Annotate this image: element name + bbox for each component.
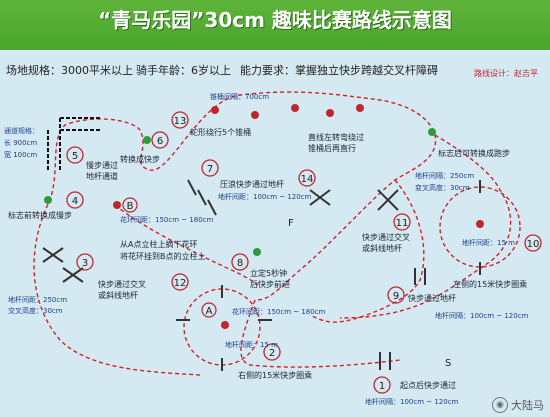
step-B-spacing: 花环间距：150cm ~ 180cm	[120, 215, 214, 224]
step-11-label-2: 或斜线地杆	[362, 243, 402, 253]
step-7-label: 压浪快步通过地杆	[220, 179, 284, 189]
watermark: ◉ 大陆马	[492, 397, 544, 413]
step-8-number: 8	[237, 258, 243, 269]
route-path-cross	[114, 204, 259, 286]
step-8-label-1: 立定5秒钟	[250, 268, 287, 278]
step-6-number: 6	[157, 136, 163, 147]
step-1-label: 起点后快步通过	[400, 380, 456, 390]
title-banner: “青马乐园”30cm 趣味比赛路线示意图	[0, 0, 550, 50]
step-B-label-1: 从A点立柱上摘下花环	[120, 239, 197, 249]
step-1-spacing: 地杆间隔：100cm ~ 120cm	[365, 397, 459, 406]
step-5-number: 5	[72, 151, 78, 162]
step-4-number: 4	[72, 196, 78, 207]
marker-green-canter	[428, 128, 436, 136]
step-1-number: 1	[379, 381, 385, 392]
step-11-number: 11	[396, 218, 409, 229]
ground-poles-9	[414, 268, 426, 285]
step-numbers: 1 2 3 4 5 6 7 8 9 10 11 12 13 1	[66, 111, 542, 394]
step-13-label: 蛇形绕行5个锥桶	[190, 127, 251, 137]
trot-transition-label: 转换成快步	[120, 154, 160, 164]
marker-green-8	[253, 248, 261, 256]
gate-channel	[47, 117, 100, 170]
letter-S: S	[445, 358, 451, 369]
step-12-number: 12	[174, 278, 187, 289]
canter-label: 标志后可转换成跑步	[438, 148, 510, 158]
cone-marker	[356, 104, 364, 112]
page-title: “青马乐园”30cm 趣味比赛路线示意图	[98, 8, 452, 32]
cone-marker	[211, 106, 219, 114]
step-7-number: 7	[207, 164, 213, 175]
rider-age: 骑手年龄：6岁以上	[136, 64, 231, 77]
step-10-number: 10	[527, 239, 540, 250]
cone-marker	[291, 104, 299, 112]
step-11-height: 变叉高度：30cm	[415, 183, 470, 192]
route-path-upper-right	[339, 134, 512, 319]
step-B-label-2: 将花环挂到B点的立柱上	[120, 251, 206, 261]
letter-A: A	[206, 306, 213, 317]
marker-green-4	[44, 196, 52, 204]
route-path-lower	[309, 179, 425, 323]
step-9-label: 快步通过地杆	[408, 293, 456, 303]
step-13-number: 13	[174, 116, 187, 127]
ground-poles-1	[379, 352, 391, 370]
gate-spec-title: 通道规格：	[4, 126, 39, 135]
cross-pole-3	[42, 247, 84, 283]
post-marker-B	[113, 201, 121, 209]
step-14-number: 14	[301, 174, 314, 185]
cone-marker	[251, 111, 259, 119]
cone-marker-center	[476, 220, 484, 228]
cross-pole-14	[309, 189, 331, 206]
marker-green-6	[143, 136, 151, 144]
cone-marker-A	[221, 321, 229, 329]
step-3-label-2: 或斜线地杆	[98, 290, 138, 300]
venue-spec: 场地规格：3000平米以上	[6, 64, 133, 77]
step-11-spacing: 地杆间隔：250cm	[415, 171, 474, 180]
step-3-number: 3	[82, 258, 88, 269]
step-4-label: 标志前转换成慢步	[8, 210, 72, 220]
gate-width: 宽 100cm	[4, 150, 37, 159]
step-2-label: 右侧的15米快步圈乘	[238, 370, 312, 380]
ground-poles-circle	[176, 180, 481, 371]
route-path-right-loop	[240, 299, 401, 368]
step-7-spacing: 地杆间距：100cm ~ 120cm	[218, 192, 312, 201]
cross-pole-11	[377, 189, 399, 211]
letter-B: B	[127, 201, 134, 212]
step-9-number: 9	[393, 291, 399, 302]
ability-requirement: 能力要求：掌握独立快步跨越交叉杆障碍	[240, 64, 438, 77]
pole-spacing-700: 锥桶间隔：700cm	[210, 92, 269, 101]
step-3-cross-height: 交叉高度：30cm	[8, 306, 63, 315]
designer-credit: 路线设计：赵吉平	[474, 69, 538, 78]
watermark-text: 大陆马	[511, 399, 544, 412]
step-9-spacing: 地杆间隔：100cm ~ 120cm	[435, 311, 529, 320]
step-5-label-2: 地杆通道	[86, 171, 118, 181]
ground-poles-7	[187, 179, 217, 216]
step-5-label-1: 慢步通过	[86, 160, 118, 170]
step-3-label-1: 快步通过交叉	[98, 279, 146, 289]
step-10-pole: 地杆间距：15 m	[462, 238, 515, 247]
step-3-pole-spacing: 地杆间距：250cm	[8, 295, 67, 304]
gate-length: 长 900cm	[4, 138, 37, 147]
cone-marker	[326, 109, 334, 117]
step-10-label: 左侧的15米快步圈乘	[453, 279, 527, 289]
step-A-spacing: 花环间距：150cm ~ 180cm	[232, 307, 326, 316]
circle-15m-left	[439, 186, 521, 268]
step-11-label-1: 快步通过交叉	[362, 232, 410, 242]
step-8-label-2: 后快步前进	[250, 279, 290, 289]
step-14-label-2: 锥桶后再直行	[308, 143, 356, 153]
route-path-main	[33, 91, 437, 376]
letter-F: F	[288, 218, 294, 229]
step-A-pole: 地杆间距：15 m	[225, 340, 278, 349]
wechat-logo-icon: ◉	[492, 397, 508, 413]
step-2-number: 2	[269, 348, 275, 359]
step-14-label-1: 直线左转弯绕过	[308, 132, 364, 142]
